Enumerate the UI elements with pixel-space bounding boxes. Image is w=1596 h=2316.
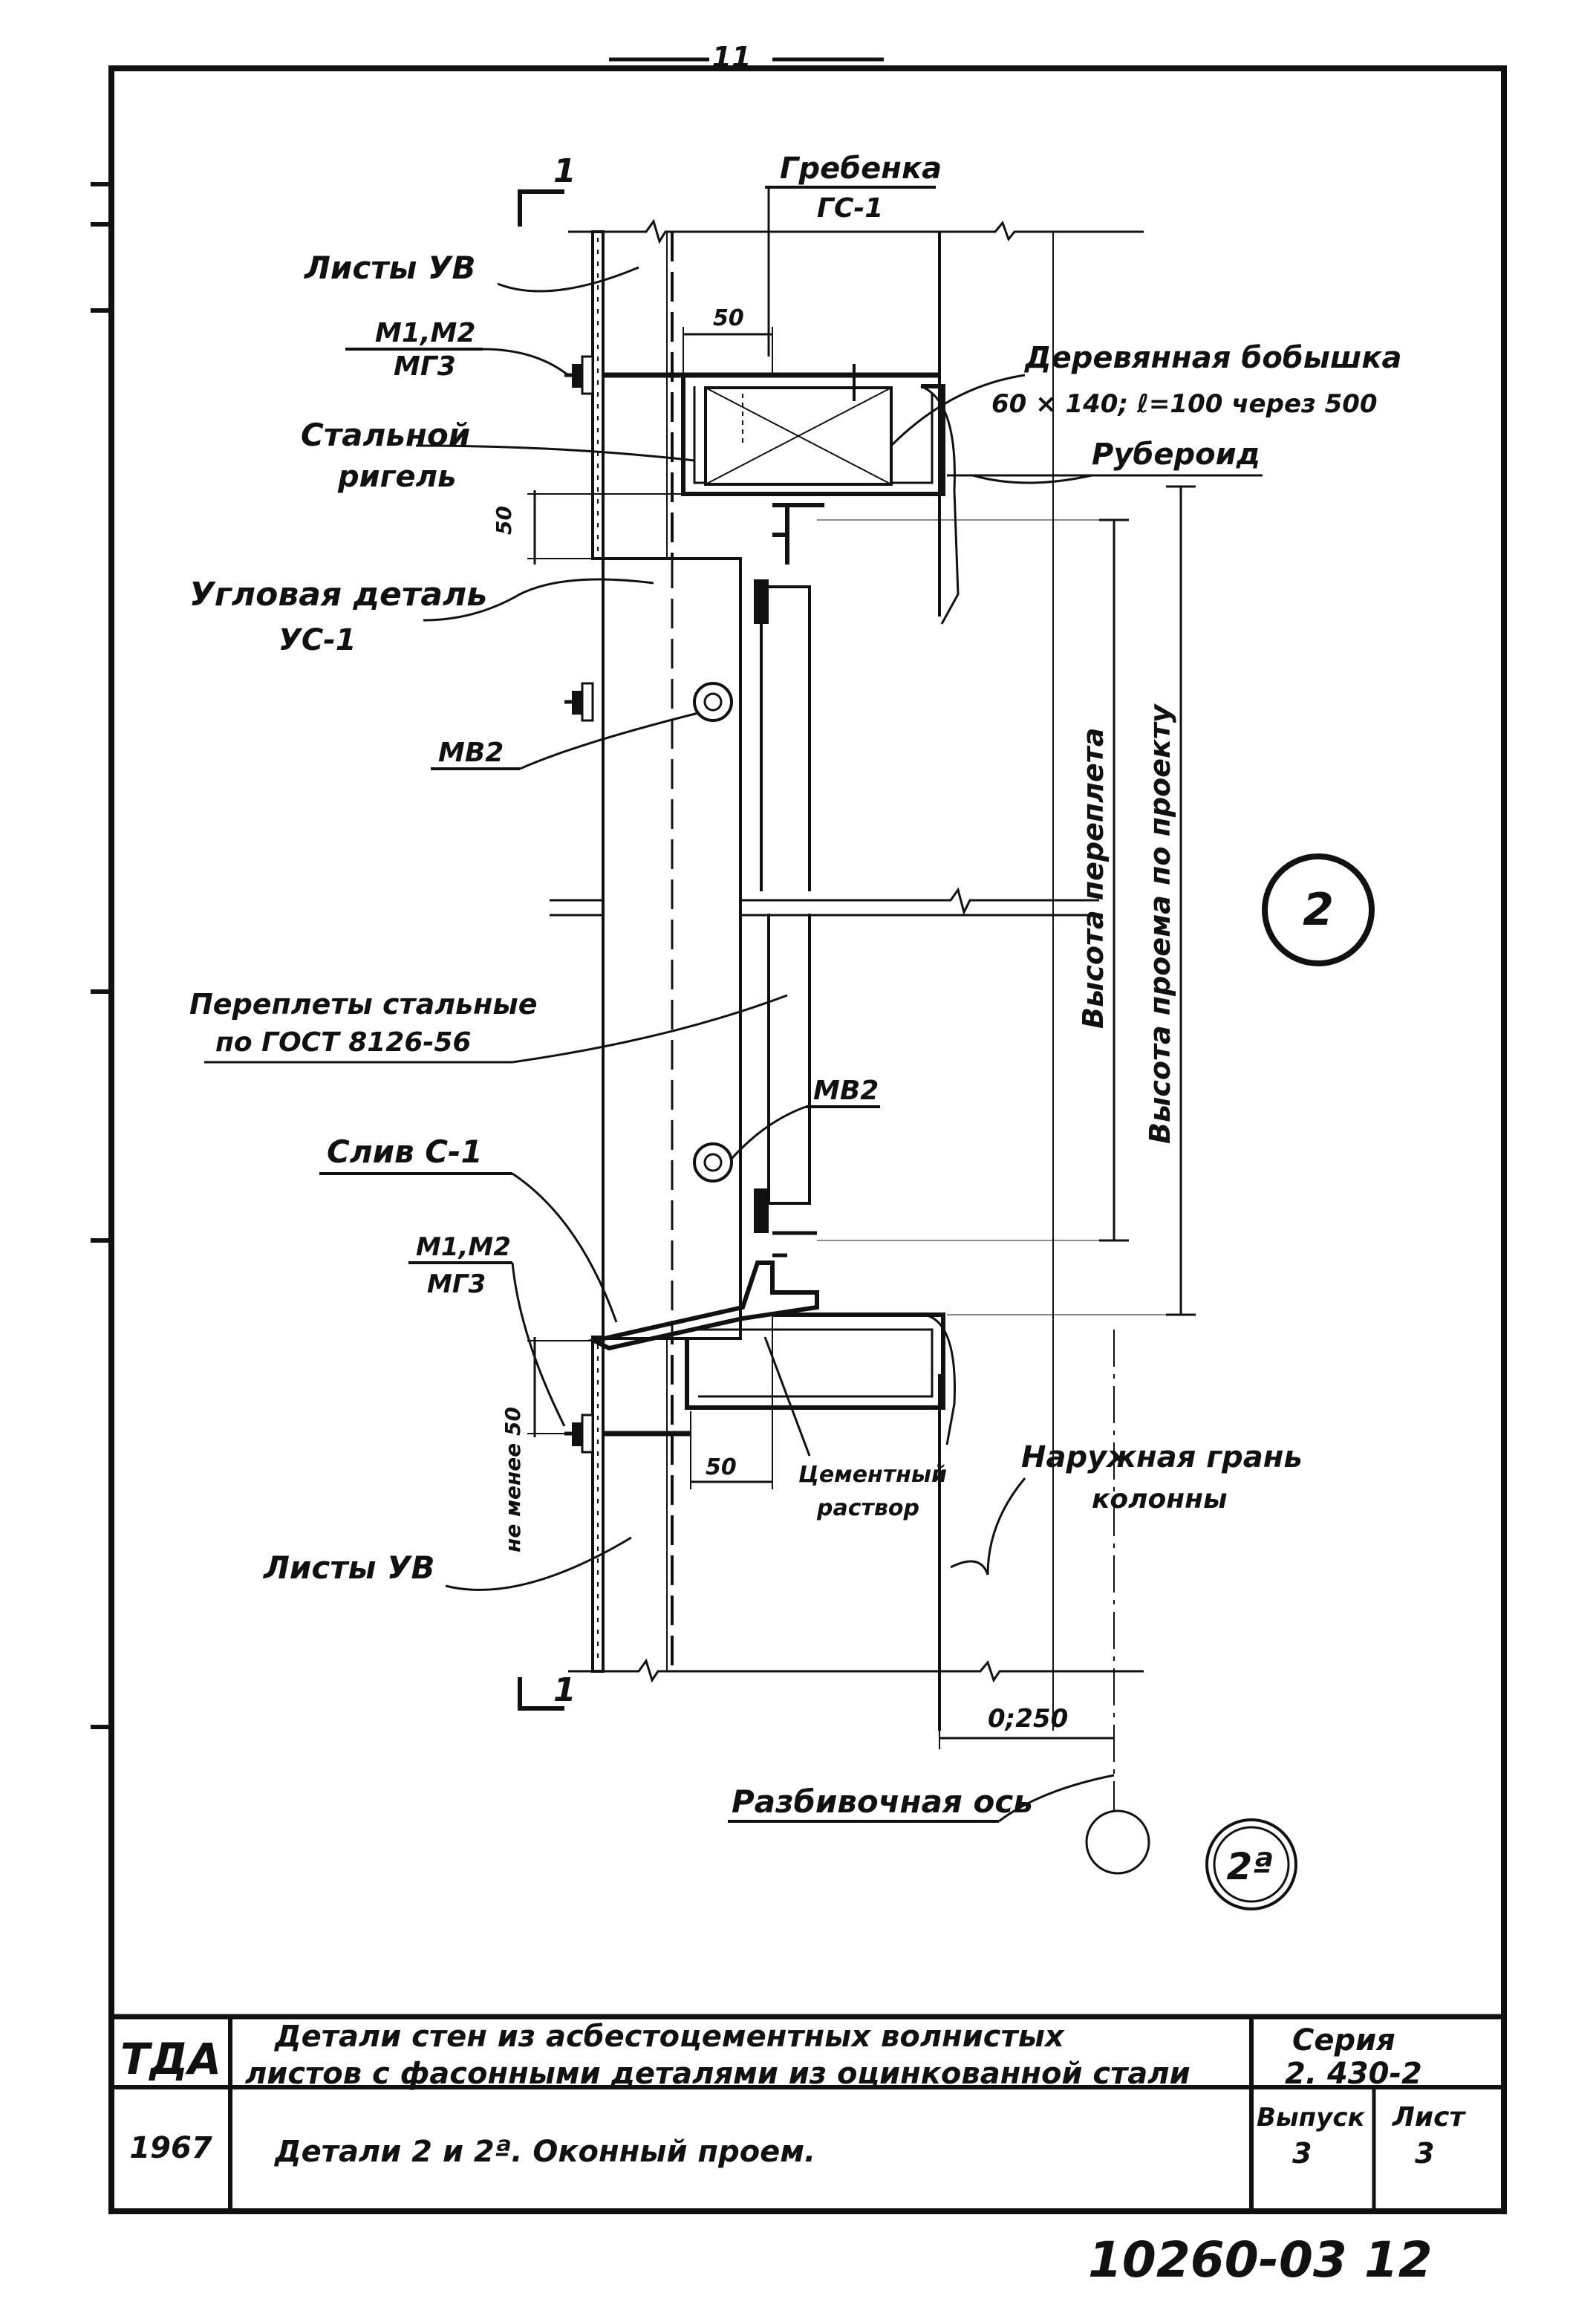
bolt-mb2-bottom bbox=[693, 1142, 733, 1183]
section-mark-top-text: 1 bbox=[553, 152, 576, 190]
title-line1: Детали стен из асбестоцементных волнисты… bbox=[273, 2020, 1065, 2054]
break-line-bottom bbox=[568, 1658, 1144, 1683]
bolt-top bbox=[564, 355, 594, 395]
detail-marker-2: 2 bbox=[1262, 853, 1375, 966]
bolt-mb2-top bbox=[693, 682, 733, 722]
detail-marker-2a-text: 2ª bbox=[1227, 1845, 1274, 1888]
frame-top-angle bbox=[772, 503, 824, 565]
mg3-bottom-label: МГ3 bbox=[427, 1269, 486, 1299]
frame-ticks bbox=[91, 182, 111, 1729]
bolt-left bbox=[564, 682, 594, 722]
dim-50-bottom: 50 bbox=[706, 1454, 737, 1480]
wood-block-line2: 60 × 140; ℓ=100 через 500 bbox=[991, 389, 1378, 419]
steel-beam-bottom bbox=[685, 1312, 945, 1410]
ruberoid-label: Рубероид bbox=[1092, 437, 1260, 472]
title-line2: листов с фасонными деталями из оцинкован… bbox=[245, 2057, 1191, 2091]
corner-part-line2: УС-1 bbox=[279, 623, 356, 657]
title-block: ТДА Детали стен из асбестоцементных волн… bbox=[111, 2014, 1504, 2211]
org-code: ТДА bbox=[120, 2034, 221, 2084]
bolt-bottom bbox=[564, 1414, 594, 1454]
series-value: 2. 430-2 bbox=[1285, 2057, 1422, 2091]
dim-250: 0;250 bbox=[988, 1704, 1068, 1734]
corner-part-line1: Угловая деталь bbox=[189, 576, 487, 614]
mb2-right-label: МВ2 bbox=[813, 1076, 879, 1106]
axis-circle bbox=[1085, 1809, 1150, 1875]
m1m2-bottom-label: М1,М2 bbox=[416, 1232, 511, 1262]
detail-marker-2a: 2ª bbox=[1205, 1818, 1297, 1910]
sheets-top-label: Листы УВ bbox=[303, 250, 476, 286]
frame-height-label: Высота переплета bbox=[1077, 728, 1110, 1029]
sheet-label: Лист bbox=[1392, 2102, 1466, 2133]
mb2-left-label: МВ2 bbox=[438, 738, 504, 768]
column-face-line2: колонны bbox=[1092, 1484, 1228, 1515]
drip-label: Слив С-1 bbox=[327, 1133, 483, 1170]
section-mark-bottom-text: 1 bbox=[553, 1671, 576, 1709]
sheet-frame bbox=[108, 65, 1507, 2214]
steel-beam-line2: ригель bbox=[337, 460, 456, 494]
break-line-top bbox=[568, 218, 1144, 244]
series-label: Серия bbox=[1292, 2023, 1395, 2058]
detail-marker-2-text: 2 bbox=[1303, 884, 1334, 936]
section-mark-top: 1 bbox=[518, 152, 576, 227]
wall-sheet-bottom bbox=[591, 1336, 605, 1673]
m1m2-top-label: М1,М2 bbox=[375, 318, 475, 348]
frames-line1: Переплеты стальные bbox=[189, 988, 537, 1021]
cement-line2: раствор bbox=[816, 1495, 919, 1521]
issue-label: Выпуск bbox=[1257, 2103, 1365, 2133]
window-frame bbox=[767, 914, 811, 1205]
dim-50-top: 50 bbox=[713, 305, 744, 331]
dim-50-vertical: 50 bbox=[492, 506, 516, 535]
section-drawing: 1 1 bbox=[492, 152, 1375, 1910]
grebenka-title: Гребенка bbox=[780, 152, 942, 186]
section-mark-bottom: 1 bbox=[518, 1671, 576, 1711]
subtitle: Детали 2 и 2ª. Оконный проем. bbox=[273, 2135, 815, 2169]
sheets-bottom-label: Листы УВ bbox=[262, 1549, 435, 1586]
issue-value: 3 bbox=[1292, 2137, 1312, 2170]
grebenka-code: ГС-1 bbox=[817, 193, 883, 224]
callouts: Гребенка ГС-1 Листы УВ М1,М2 МГ3 Деревян… bbox=[189, 152, 1402, 1823]
steel-beam-line1: Стальной bbox=[301, 417, 470, 453]
stamp-number: 10260-03 12 bbox=[1088, 2231, 1433, 2289]
sheet-value: 3 bbox=[1415, 2137, 1434, 2170]
frames-line2: по ГОСТ 8126-56 bbox=[215, 1027, 471, 1058]
mg3-top-label: МГ3 bbox=[394, 351, 456, 382]
axis-label: Разбивочная ось bbox=[732, 1783, 1033, 1820]
drip-flashing bbox=[587, 1261, 819, 1351]
steel-beam bbox=[681, 375, 945, 496]
cement-line1: Цементный bbox=[798, 1462, 947, 1488]
opening-height-label: Высота проема по проекту bbox=[1144, 703, 1176, 1144]
min-50-label: не менее 50 bbox=[501, 1407, 525, 1552]
wood-block-line1: Деревянная бобышка bbox=[1023, 341, 1402, 375]
column-face-line1: Наружная грань bbox=[1021, 1440, 1303, 1474]
year: 1967 bbox=[129, 2131, 212, 2165]
